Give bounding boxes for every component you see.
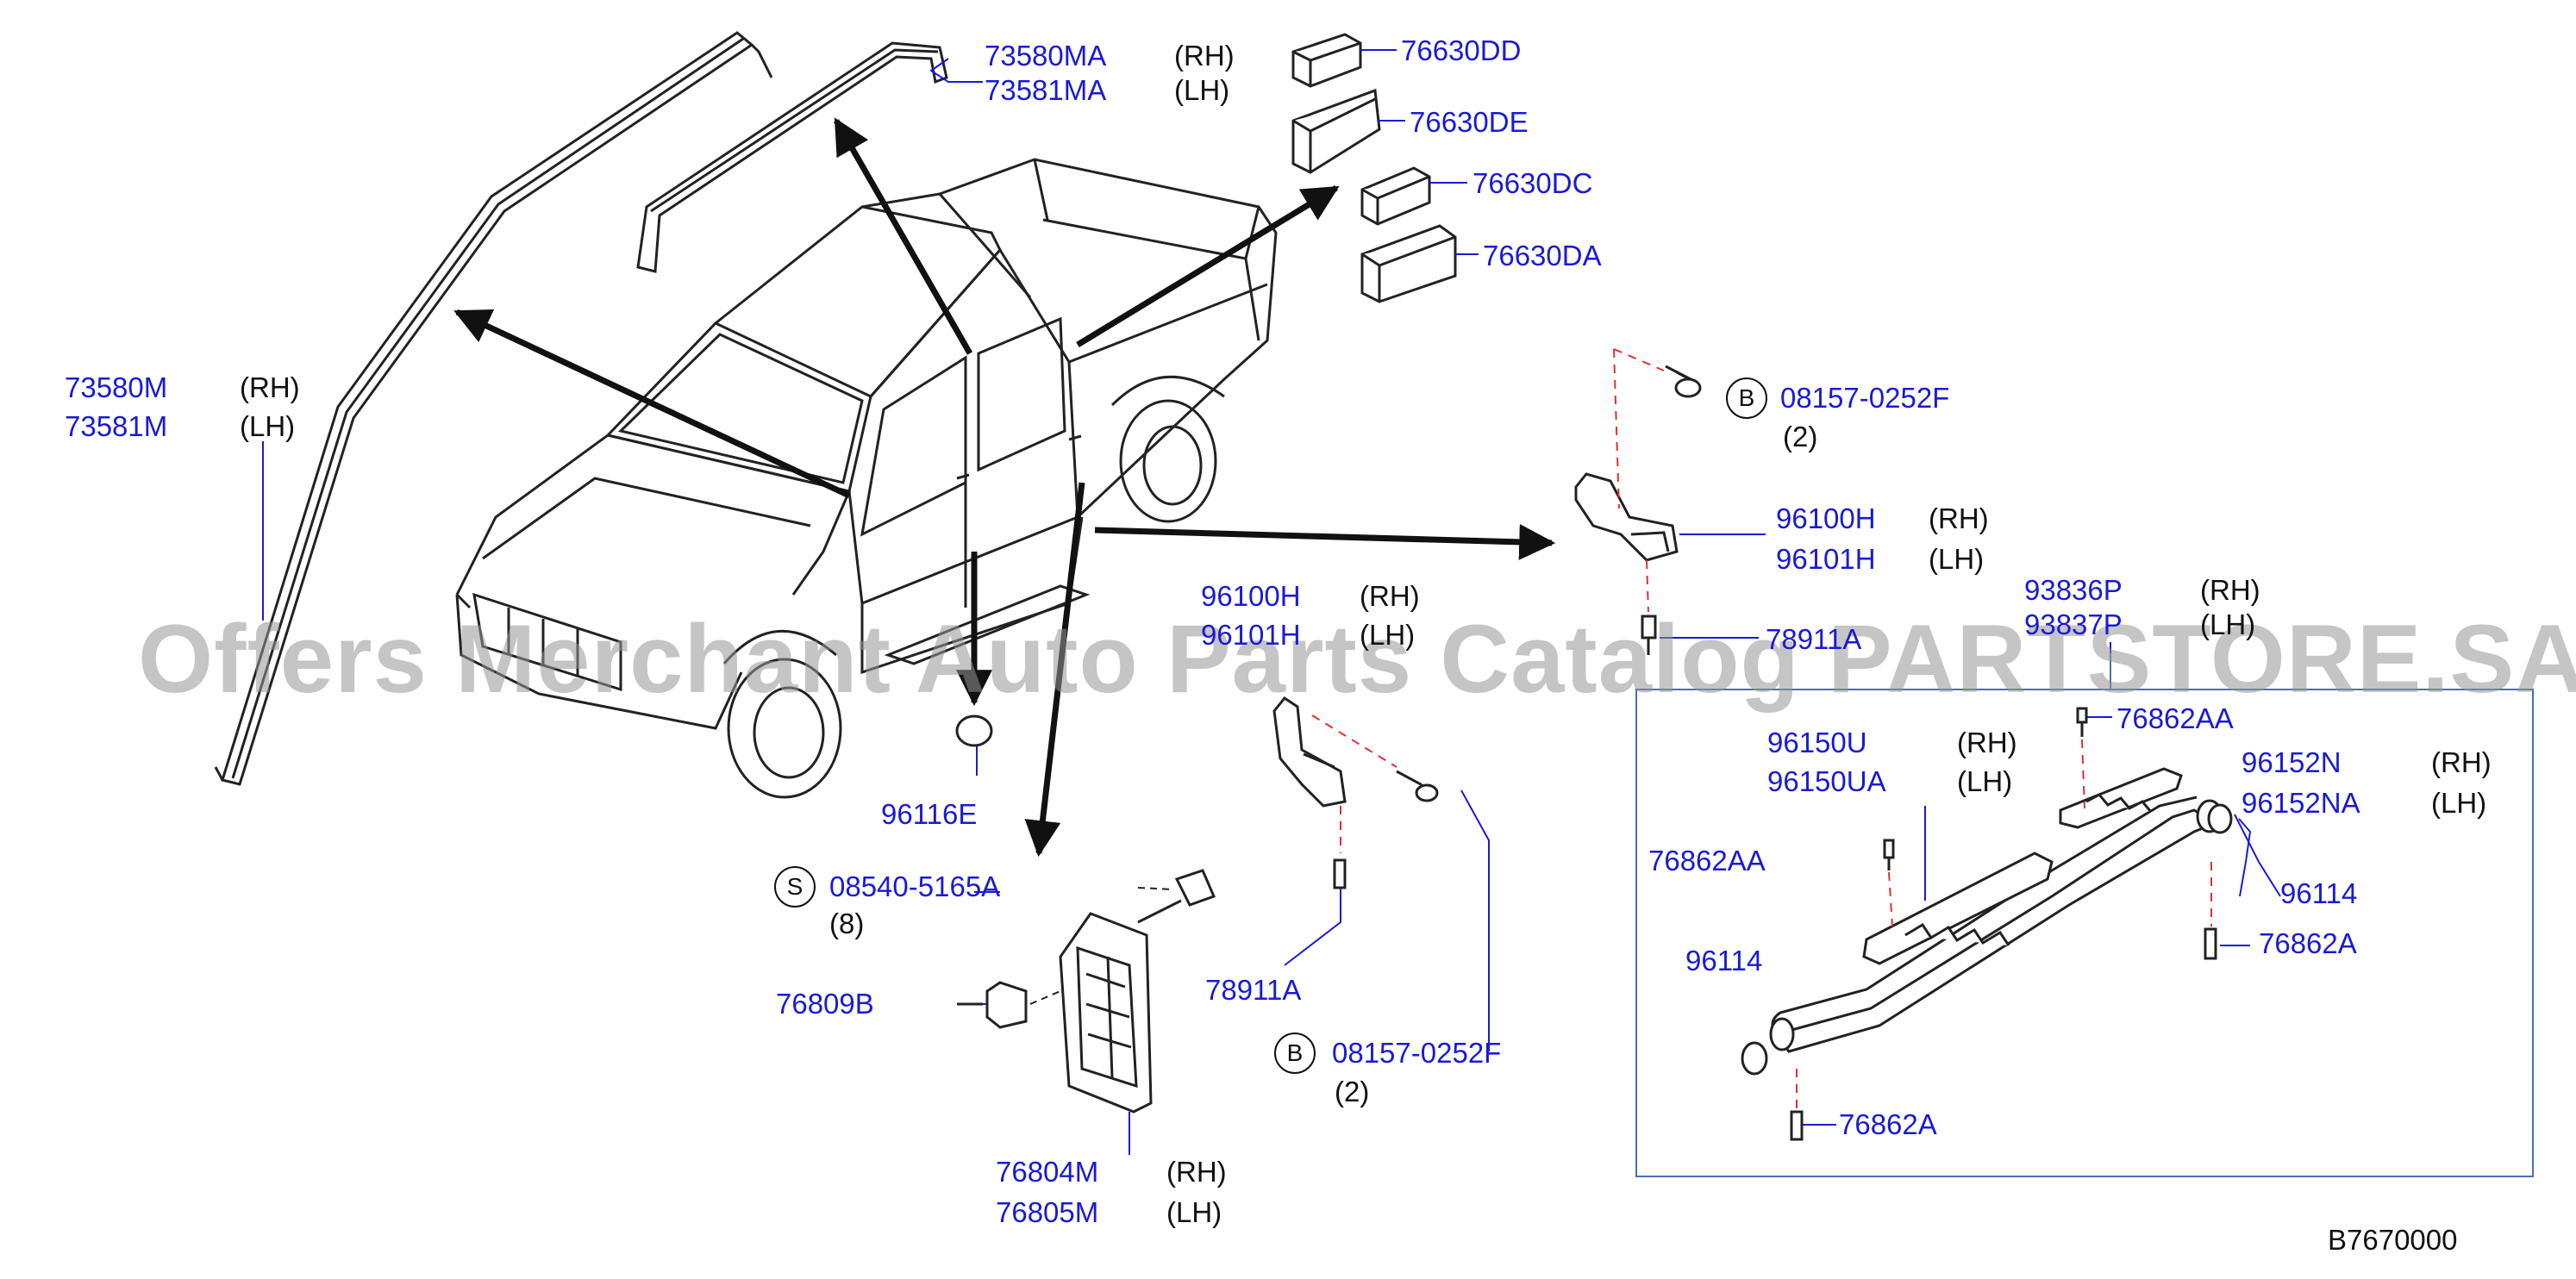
part-label-08540-5165A[interactable]: 08540-5165A bbox=[829, 870, 1001, 902]
plug-96116E bbox=[955, 714, 993, 747]
quantity: (2) bbox=[1783, 421, 1818, 452]
bolt-a bbox=[1641, 615, 1657, 655]
part-label-96116E[interactable]: 96116E bbox=[881, 798, 978, 830]
side-rh: (RH) bbox=[1360, 580, 1420, 612]
part-label-78911A[interactable]: 78911A bbox=[1766, 623, 1862, 655]
part-label-76862A[interactable]: 76862A bbox=[1839, 1108, 1937, 1140]
screw-s bbox=[1137, 869, 1216, 924]
part-label-78911A[interactable]: 78911A bbox=[1205, 974, 1302, 1006]
step-bar-tube bbox=[1741, 795, 2233, 1076]
side-rh: (RH) bbox=[1929, 502, 1989, 534]
side-lh: (LH) bbox=[1957, 765, 2013, 797]
side-lh: (LH) bbox=[2200, 608, 2256, 640]
side-rh: (RH) bbox=[1166, 1156, 1227, 1188]
clip-76809B bbox=[957, 981, 1028, 1029]
part-label-73580M[interactable]: 73580M bbox=[65, 371, 168, 403]
part-label-76630DE[interactable]: 76630DE bbox=[1410, 106, 1529, 138]
part-label-73580MA[interactable]: 73580MA bbox=[985, 40, 1107, 72]
marker-b: B bbox=[1726, 377, 1767, 419]
step-bar-box bbox=[1635, 689, 2534, 1177]
side-rh: (RH) bbox=[2431, 746, 2492, 778]
screws bbox=[1790, 707, 2217, 1141]
part-label-96114[interactable]: 96114 bbox=[2280, 877, 2358, 909]
part-label-93837P[interactable]: 93837P bbox=[2024, 608, 2123, 640]
part-label-96114[interactable]: 96114 bbox=[1685, 945, 1763, 976]
part-label-73581M[interactable]: 73581M bbox=[65, 410, 168, 442]
part-label-76862AA[interactable]: 76862AA bbox=[2116, 702, 2234, 734]
short-moulding bbox=[636, 41, 948, 273]
side-lh: (LH) bbox=[1166, 1196, 1222, 1228]
marker-s: S bbox=[774, 866, 816, 908]
long-moulding bbox=[214, 31, 773, 786]
tape-pads bbox=[1291, 33, 1457, 303]
quantity: (8) bbox=[829, 908, 865, 939]
side-rh: (RH) bbox=[1957, 727, 2017, 758]
step-plates bbox=[1862, 767, 2183, 965]
part-label-76805M[interactable]: 76805M bbox=[996, 1196, 1099, 1228]
part-label-73581MA[interactable]: 73581MA bbox=[985, 74, 1107, 106]
part-label-08157-0252F[interactable]: 08157-0252F bbox=[1780, 382, 1950, 414]
step-pad bbox=[1059, 912, 1153, 1114]
step-bracket-center bbox=[1272, 696, 1439, 889]
side-lh: (LH) bbox=[2431, 787, 2487, 819]
part-label-96100H[interactable]: 96100H bbox=[1201, 580, 1301, 612]
part-label-93836P[interactable]: 93836P bbox=[2024, 574, 2123, 606]
part-label-76862AA[interactable]: 76862AA bbox=[1648, 845, 1766, 877]
marker-b: B bbox=[1274, 1033, 1316, 1074]
step-bracket-rh bbox=[1574, 365, 1702, 562]
side-lh: (LH) bbox=[1929, 543, 1985, 575]
part-label-96100H[interactable]: 96100H bbox=[1776, 502, 1876, 534]
part-label-96150U[interactable]: 96150U bbox=[1767, 727, 1867, 758]
diagram-code: B7670000 bbox=[2328, 1224, 2458, 1256]
part-label-76630DA[interactable]: 76630DA bbox=[1483, 240, 1602, 271]
part-label-96101H[interactable]: 96101H bbox=[1201, 619, 1301, 651]
part-label-76630DC[interactable]: 76630DC bbox=[1472, 167, 1593, 199]
part-label-76804M[interactable]: 76804M bbox=[996, 1156, 1099, 1188]
part-label-96152NA[interactable]: 96152NA bbox=[2241, 787, 2360, 819]
assembly-lines-b bbox=[1311, 714, 1397, 853]
quantity: (2) bbox=[1335, 1076, 1370, 1107]
part-label-96152N[interactable]: 96152N bbox=[2241, 746, 2342, 778]
side-lh: (LH) bbox=[1174, 74, 1230, 106]
assembly-lines-c bbox=[1796, 739, 2212, 1110]
side-lh: (LH) bbox=[240, 410, 296, 442]
part-label-96150UA[interactable]: 96150UA bbox=[1767, 765, 1886, 797]
side-rh: (RH) bbox=[2200, 574, 2260, 606]
side-rh: (RH) bbox=[240, 371, 300, 403]
part-label-96101H[interactable]: 96101H bbox=[1776, 543, 1876, 575]
part-label-76862A[interactable]: 76862A bbox=[2259, 927, 2357, 959]
part-label-76630DD[interactable]: 76630DD bbox=[1401, 34, 1522, 66]
part-label-76809B[interactable]: 76809B bbox=[776, 988, 874, 1020]
pointer-arrows bbox=[453, 117, 1556, 858]
watermark: Offers Merchant Auto Parts Catalog PARTS… bbox=[138, 605, 2576, 713]
side-rh: (RH) bbox=[1174, 40, 1235, 72]
side-lh: (LH) bbox=[1360, 619, 1416, 651]
assembly-lines-a bbox=[1613, 348, 1665, 613]
part-label-08157-0252F[interactable]: 08157-0252F bbox=[1332, 1037, 1502, 1069]
